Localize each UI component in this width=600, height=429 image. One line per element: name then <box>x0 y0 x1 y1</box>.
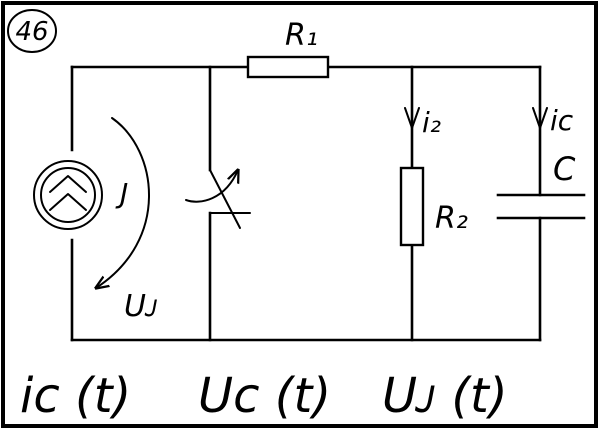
resistor-r1 <box>246 55 330 79</box>
figure-number-circle <box>7 9 57 53</box>
label-ic: iᴄ <box>550 104 574 137</box>
current-source-inner-circle <box>40 167 96 223</box>
current-source-circle <box>33 160 103 230</box>
task-2: Uᴄ (t) <box>198 368 331 424</box>
current-source-arrow-lower <box>49 193 87 211</box>
figure-number: 46 <box>7 9 57 53</box>
source-voltage-arrow <box>96 117 150 288</box>
ic-arrow-head <box>532 107 548 129</box>
current-source-arrow-upper <box>49 175 87 193</box>
task-1: iᴄ (t) <box>20 368 131 424</box>
label-i2: i₂ <box>422 106 441 139</box>
capacitor <box>496 193 586 220</box>
label-current-source: J <box>115 177 128 210</box>
current-source <box>33 160 103 230</box>
i2-arrow-head <box>404 107 420 129</box>
switch-action-arrow <box>185 170 238 203</box>
label-r2: R₂ <box>435 201 468 236</box>
switch-blade <box>209 169 241 229</box>
label-r1: R₁ <box>285 18 318 53</box>
label-capacitor: C <box>553 150 576 188</box>
label-source-voltage: Uᴊ <box>124 289 158 324</box>
wiring <box>70 65 542 342</box>
switch <box>185 169 251 229</box>
task-line: iᴄ (t) Uᴄ (t) Uᴊ (t) <box>20 368 508 424</box>
current-arrows <box>404 107 548 129</box>
resistor-r2 <box>399 166 425 247</box>
task-3: Uᴊ (t) <box>382 368 508 424</box>
figure-number-text: 46 <box>15 17 48 47</box>
